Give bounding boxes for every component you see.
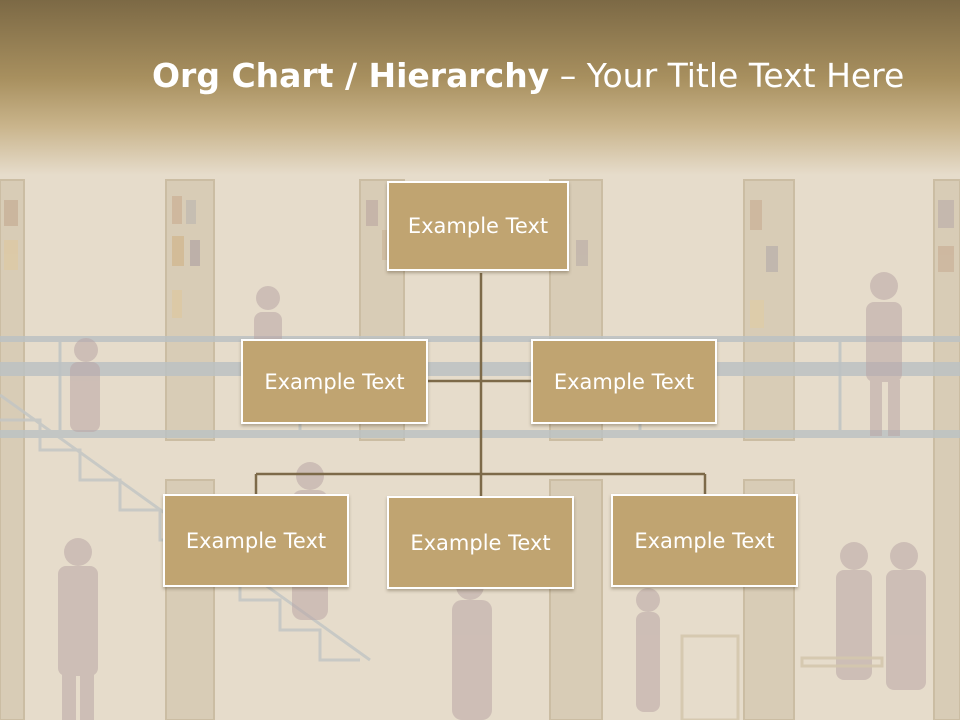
org-node-label: Example Text: [407, 214, 549, 238]
org-node-child-3[interactable]: Example Text: [611, 494, 798, 587]
org-node-assistant-right[interactable]: Example Text: [531, 339, 717, 424]
title-rest: Your Title Text Here: [586, 56, 905, 95]
org-node-label: Example Text: [264, 369, 405, 394]
slide-title: Org Chart / Hierarchy – Your Title Text …: [152, 52, 932, 102]
header-banner: [0, 0, 960, 175]
org-node-child-2[interactable]: Example Text: [387, 496, 574, 589]
org-node-label: Example Text: [553, 369, 695, 394]
org-node-label: Example Text: [634, 528, 775, 553]
org-node-assistant-left[interactable]: Example Text: [241, 339, 428, 424]
org-node-child-1[interactable]: Example Text: [163, 494, 349, 587]
title-bold: Org Chart / Hierarchy: [152, 56, 550, 95]
org-node-label: Example Text: [410, 530, 551, 555]
org-node-root[interactable]: Example Text: [387, 181, 569, 271]
org-node-label: Example Text: [185, 528, 327, 553]
title-separator: –: [549, 56, 587, 95]
